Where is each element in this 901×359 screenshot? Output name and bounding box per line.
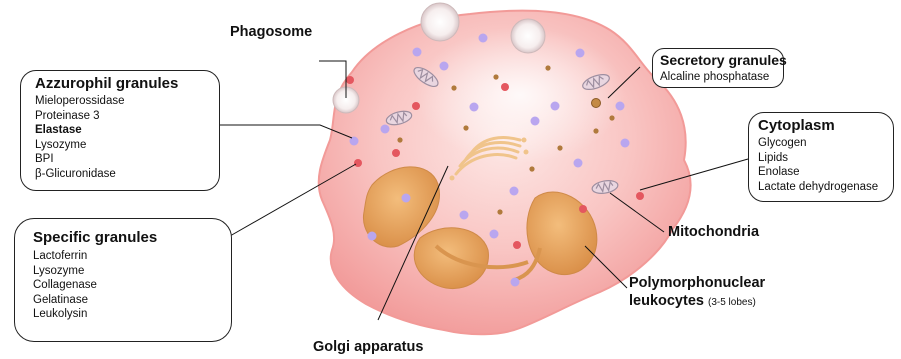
list-item: Leukolysin: [33, 307, 231, 322]
list-item: Collagenase: [33, 278, 231, 293]
azzurophil-granules-box: Azzurophil granules Mieloperossidase Pro…: [20, 70, 220, 191]
list-item: Glycogen: [758, 136, 893, 151]
vacuole: [421, 3, 459, 41]
list-item: Enolase: [758, 165, 893, 180]
list-item: Lysozyme: [33, 264, 231, 279]
leukocytes-text: leukocytes: [629, 293, 704, 309]
list-item: Lysozyme: [35, 138, 219, 153]
list-item: Lipids: [758, 151, 893, 166]
azzurophil-granules-title: Azzurophil granules: [35, 75, 219, 92]
specific-granules-list: Lactoferrin Lysozyme Collagenase Gelatin…: [33, 249, 231, 322]
secretory-granules-title: Secretory granules: [660, 52, 783, 69]
azzurophil-granules-list: Mieloperossidase Proteinase 3 Elastase L…: [35, 94, 219, 182]
specific-granules-box: Specific granules Lactoferrin Lysozyme C…: [14, 218, 232, 342]
golgi-apparatus-label: Golgi apparatus: [313, 339, 423, 356]
list-item: Gelatinase: [33, 293, 231, 308]
cytoplasm-title: Cytoplasm: [758, 117, 893, 134]
polymorphonuclear-label: Polymorphonuclear leukocytes (3-5 lobes): [629, 274, 765, 312]
polymorphonuclear-line1: Polymorphonuclear: [629, 274, 765, 292]
list-item: Lactate dehydrogenase: [758, 180, 893, 195]
vacuole: [511, 19, 545, 53]
polymorphonuclear-line2: leukocytes (3-5 lobes): [629, 292, 765, 312]
secretory-granule-highlighted: [592, 99, 601, 108]
lobes-note: (3-5 lobes): [708, 297, 756, 308]
list-item: Lactoferrin: [33, 249, 231, 264]
phagosome-label: Phagosome: [230, 24, 312, 41]
cytoplasm-box: Cytoplasm Glycogen Lipids Enolase Lactat…: [748, 112, 894, 202]
cytoplasm-list: Glycogen Lipids Enolase Lactate dehydrog…: [758, 136, 893, 194]
list-item: β-Glicuronidase: [35, 167, 219, 182]
mitochondria-label: Mitochondria: [668, 224, 759, 241]
list-item: Mieloperossidase: [35, 94, 219, 109]
specific-granules-title: Specific granules: [33, 229, 231, 246]
list-item: Proteinase 3: [35, 109, 219, 124]
secretory-granules-box: Secretory granules Alcaline phosphatase: [652, 48, 784, 88]
secretory-granules-list: Alcaline phosphatase: [660, 70, 783, 85]
list-item: Alcaline phosphatase: [660, 70, 783, 85]
list-item: Elastase: [35, 123, 219, 138]
list-item: BPI: [35, 152, 219, 167]
